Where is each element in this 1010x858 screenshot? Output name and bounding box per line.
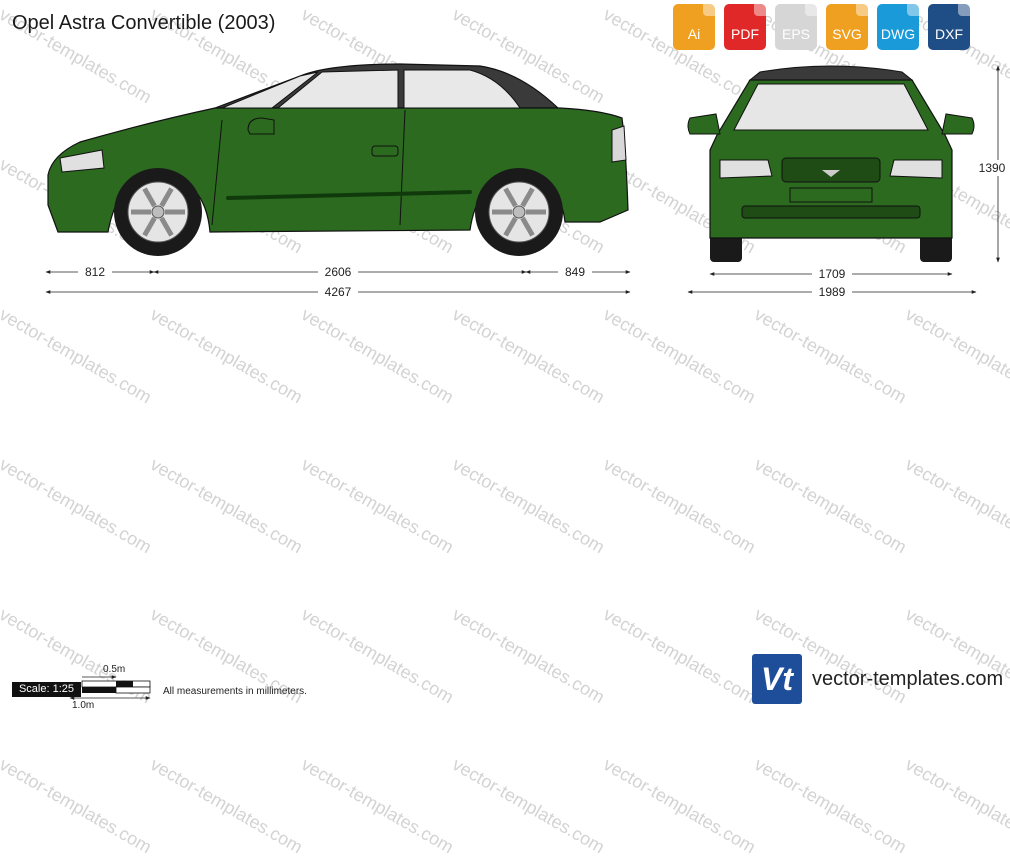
brand[interactable]: Vt vector-templates.com (752, 654, 1003, 704)
brand-logo-icon: Vt (752, 654, 802, 704)
front-overhang-label: 812 (85, 265, 105, 279)
rear-overhang-label: 849 (565, 265, 585, 279)
watermark-text: vector-templates.com (751, 754, 911, 858)
watermark-text: vector-templates.com (147, 754, 307, 858)
side-view (48, 64, 628, 256)
front-roof (750, 66, 912, 80)
headlight-left (720, 160, 772, 178)
front-windshield (734, 84, 928, 130)
length-label: 4267 (325, 285, 352, 299)
watermark-text: vector-templates.com (600, 754, 760, 858)
front-wheel (114, 168, 202, 256)
watermark-text: vector-templates.com (902, 754, 1010, 858)
car-blueprint: 812 2606 849 4267 1709 1989 1390 (0, 0, 1010, 714)
scale-bar (70, 677, 150, 698)
watermark-text: vector-templates.com (449, 754, 609, 858)
watermark-text: vector-templates.com (0, 754, 155, 858)
measurement-note: All measurements in millimeters. (163, 686, 307, 697)
lower-intake (742, 206, 920, 218)
side-mirror (248, 118, 274, 134)
wheelbase-label: 2606 (325, 265, 352, 279)
mirror-left (688, 114, 720, 134)
watermark-text: vector-templates.com (298, 754, 458, 858)
track-label: 1709 (819, 267, 846, 281)
scale-label: Scale: 1:25 (12, 682, 81, 697)
headlight-right (890, 160, 942, 178)
height-label: 1390 (979, 161, 1006, 175)
width-label: 1989 (819, 285, 846, 299)
scale-half-label: 0.5m (103, 664, 125, 675)
door-handle (372, 146, 398, 156)
brand-url[interactable]: vector-templates.com (812, 668, 1003, 691)
scale-full-label: 1.0m (72, 700, 94, 711)
taillight-side (612, 126, 626, 162)
front-view (688, 66, 974, 262)
mirror-right (942, 114, 974, 134)
rear-wheel (475, 168, 563, 256)
